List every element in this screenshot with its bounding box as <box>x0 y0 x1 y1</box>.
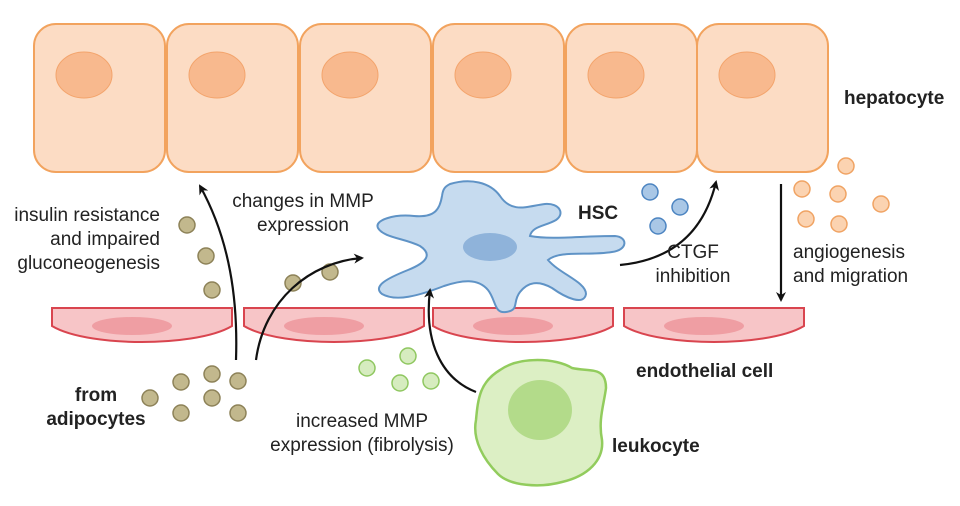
endothelial-nucleus-2 <box>284 317 364 335</box>
green-dot-2 <box>399 347 417 365</box>
green-dot-4 <box>422 372 440 390</box>
orange-dot-4 <box>872 195 890 213</box>
hepatocyte-nucleus-1 <box>55 51 113 99</box>
adipocytes-label-line1: from <box>74 385 118 406</box>
arrow-ctgf-to-hepatocyte <box>619 180 719 267</box>
adipocyte-dot-3 <box>203 281 221 299</box>
mmp-increase-label: increased MMP expression (fibrolysis) <box>262 410 462 458</box>
orange-dot-1 <box>837 157 855 175</box>
adipocyte-dot-11 <box>203 389 221 407</box>
hepatocyte-6 <box>696 23 829 173</box>
hepatocyte-1 <box>33 23 166 173</box>
leukocyte-label: leukocyte <box>612 436 700 457</box>
leukocyte-nucleus <box>508 380 572 440</box>
adipocyte-dot-7 <box>172 373 190 391</box>
adipocyte-dot-10 <box>172 404 190 422</box>
endothelial-nucleus-1 <box>92 317 172 335</box>
hepatocyte-label: hepatocyte <box>844 88 945 109</box>
adipocyte-dot-12 <box>229 404 247 422</box>
orange-dot-2 <box>793 180 811 198</box>
hepatocyte-nucleus-3 <box>321 51 379 99</box>
adipocyte-dot-4 <box>284 274 302 292</box>
adipocyte-dot-9 <box>229 372 247 390</box>
angio-line2: and migration <box>793 266 909 287</box>
ctgf-inhibition-label: CTGF inhibition <box>648 241 738 289</box>
endothelial-nucleus-4 <box>664 317 744 335</box>
leukocyte-cell <box>473 358 608 487</box>
green-dot-3 <box>391 374 409 392</box>
mmp-change-label: changes in MMP expression <box>228 190 378 238</box>
orange-dot-6 <box>830 215 848 233</box>
endothelial-cell-label: endothelial cell <box>636 361 774 382</box>
endothelial-row <box>51 307 805 344</box>
arrow-leukocyte-to-hsc <box>424 288 477 394</box>
adipocytes-label-line2: adipocytes <box>46 409 146 430</box>
hepatocyte-nucleus-4 <box>454 51 512 99</box>
adipocytes-label: from adipocytes <box>44 384 148 432</box>
ctgf-line1: CTGF <box>667 242 719 263</box>
mmp-change-line2: expression <box>257 215 349 236</box>
angiogenesis-label: angiogenesis and migration <box>793 241 908 289</box>
adipocyte-dot-2 <box>197 247 215 265</box>
hepatocyte-4 <box>432 23 565 173</box>
green-dot-1 <box>358 359 376 377</box>
blue-dot-3 <box>649 217 667 235</box>
angio-line1: angiogenesis <box>793 242 905 263</box>
particle-dots <box>141 157 890 422</box>
adipocyte-dot-6 <box>141 389 159 407</box>
mmp-inc-line1: increased MMP <box>296 411 428 432</box>
arrow-to-hsc <box>254 253 364 361</box>
hepatocyte-nucleus-2 <box>188 51 246 99</box>
arrows <box>199 180 786 394</box>
hepatocyte-3 <box>299 23 432 173</box>
hsc-cell <box>376 180 626 314</box>
ctgf-line2: inhibition <box>655 266 731 287</box>
blue-dot-1 <box>641 183 659 201</box>
blue-dot-2 <box>671 198 689 216</box>
mmp-inc-line2: expression (fibrolysis) <box>270 435 454 456</box>
adipocyte-dot-8 <box>203 365 221 383</box>
hsc-label: HSC <box>578 203 619 224</box>
insulin-resistance-label: insulin resistance and impaired gluconeo… <box>0 204 160 276</box>
endothelial-nucleus-3 <box>473 317 553 335</box>
hepatocyte-2 <box>166 23 299 173</box>
insulin-line2: and impaired <box>50 229 160 250</box>
orange-dot-3 <box>829 185 847 203</box>
hepatocyte-row <box>33 23 829 173</box>
orange-dot-5 <box>797 210 815 228</box>
mmp-change-line1: changes in MMP <box>232 191 374 212</box>
adipocyte-dot-1 <box>178 216 196 234</box>
hepatocyte-nucleus-6 <box>718 51 776 99</box>
hepatocyte-nucleus-5 <box>587 51 645 99</box>
insulin-line1: insulin resistance <box>14 205 160 226</box>
hsc-nucleus <box>463 233 517 261</box>
hepatocyte-5 <box>565 23 698 173</box>
arrow-to-hepatocyte <box>199 184 238 361</box>
insulin-line3: gluconeogenesis <box>17 253 160 274</box>
